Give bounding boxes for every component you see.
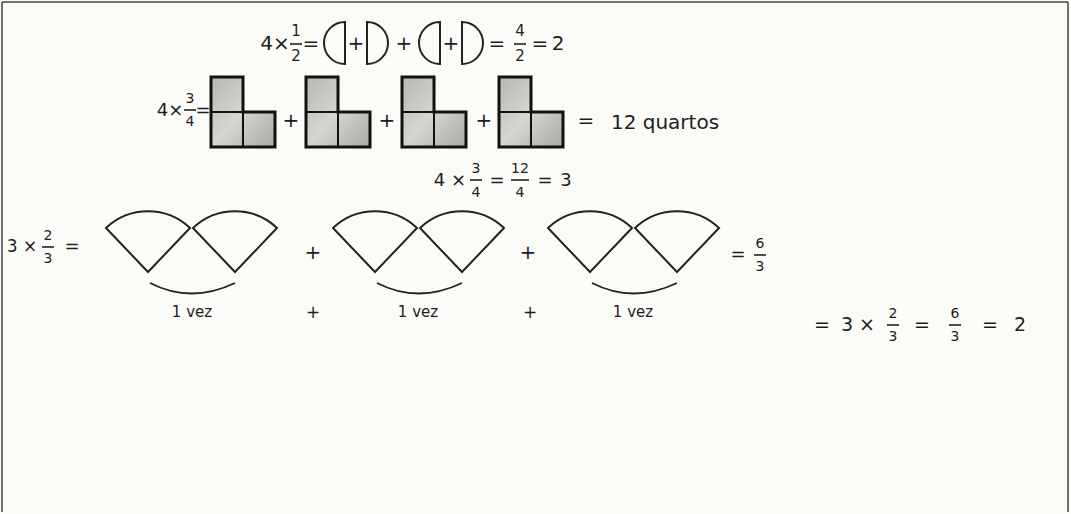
math-text: 1 vez: [398, 305, 438, 320]
math-text: 3: [560, 171, 571, 189]
math-text: =: [914, 315, 930, 334]
math-text: +: [523, 304, 537, 321]
under-arcs: [150, 283, 677, 294]
math-text: 4: [186, 114, 195, 128]
math-text: =: [303, 33, 320, 53]
math-text: 1 vez: [172, 305, 212, 320]
math-text: +: [396, 33, 413, 53]
math-text: +: [306, 304, 320, 321]
math-text: 3 ×: [841, 315, 875, 334]
math-text: =: [64, 237, 79, 255]
math-text: +: [379, 110, 396, 130]
math-text: 2: [291, 49, 301, 64]
math-text: =: [537, 171, 552, 189]
math-text: =: [982, 315, 998, 334]
math-text: =: [489, 33, 506, 53]
math-text: =: [195, 101, 210, 119]
math-text: 2: [889, 306, 898, 320]
math-text: 4 ×: [434, 171, 466, 189]
math-text: 3: [44, 251, 53, 265]
sectors: [106, 211, 719, 272]
math-text: 4: [515, 24, 525, 39]
math-text: 6: [951, 306, 960, 320]
math-text: 4×: [157, 101, 184, 119]
math-text: +: [443, 33, 460, 53]
math-text: 3 ×: [7, 238, 37, 255]
math-text: 3: [889, 329, 898, 343]
math-text: 2: [552, 33, 565, 53]
math-text: +: [476, 110, 493, 130]
math-text: =: [730, 245, 745, 263]
math-text: 12 quartos: [611, 112, 719, 132]
math-text: +: [520, 242, 537, 262]
l-shapes: [211, 77, 563, 147]
math-text: 2: [515, 49, 525, 64]
math-text: 2: [1014, 315, 1026, 334]
math-text: 4×: [260, 33, 289, 53]
math-text: 3: [951, 329, 960, 343]
math-text: 12: [511, 161, 529, 175]
math-text: 4: [516, 185, 525, 199]
math-text: +: [305, 242, 322, 262]
math-text: =: [532, 33, 549, 53]
math-text: +: [283, 110, 300, 130]
math-text: 1: [291, 24, 301, 39]
math-text: +: [348, 33, 365, 53]
math-text: 3: [756, 259, 765, 273]
half-circles: [324, 22, 483, 64]
math-text: 3: [472, 161, 481, 175]
math-text: 2: [44, 228, 53, 242]
fraction-bars: [42, 44, 961, 325]
math-text: 1 vez: [613, 305, 653, 320]
math-text: 4: [472, 185, 481, 199]
math-text: =: [814, 315, 830, 334]
math-text: 3: [186, 91, 195, 105]
math-text: =: [578, 110, 595, 130]
math-text: 6: [756, 236, 765, 250]
math-text: =: [489, 171, 504, 189]
